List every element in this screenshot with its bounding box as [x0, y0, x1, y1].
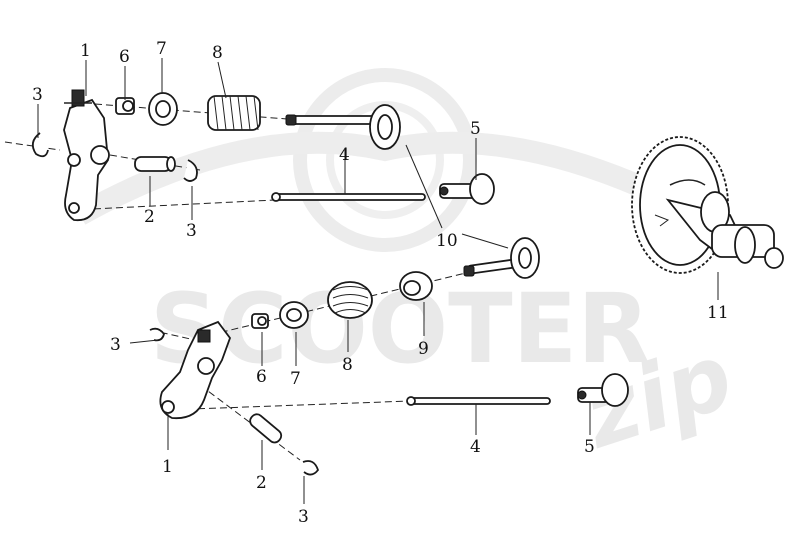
adjuster-nut-upper	[115, 97, 135, 115]
callout-9: 9	[418, 339, 429, 359]
valve-spring-lower	[327, 281, 373, 319]
leader-lines	[37, 58, 719, 504]
valve-spring-upper	[207, 95, 261, 131]
callout-3-lower-right: 3	[298, 507, 309, 527]
valve-seal-lower	[399, 271, 433, 301]
callout-2-upper: 2	[144, 207, 155, 227]
callout-10: 10	[436, 231, 458, 251]
valve-upper	[285, 104, 401, 150]
callout-6-lower: 6	[256, 367, 267, 387]
rocker-arm-lower	[159, 320, 232, 420]
callout-5-lower: 5	[584, 437, 595, 457]
callout-3-upper-right: 3	[186, 221, 197, 241]
callout-11: 11	[707, 303, 729, 323]
callout-7-lower: 7	[290, 369, 301, 389]
callout-3-upper-left: 3	[32, 85, 43, 105]
push-rod-lower	[406, 396, 551, 406]
circlip-upper-right	[183, 159, 198, 182]
circlip-lower-right	[302, 460, 320, 476]
valve-lower	[463, 237, 540, 279]
rocker-pin-upper	[134, 156, 176, 172]
spring-retainer-lower	[279, 301, 309, 329]
callout-3-lower-left: 3	[110, 335, 121, 355]
callout-2-lower: 2	[256, 473, 267, 493]
circlip-upper-left	[31, 132, 49, 158]
callout-4-lower: 4	[470, 437, 481, 457]
tappet-lower	[577, 373, 629, 407]
callout-5-upper: 5	[470, 119, 481, 139]
callout-6-upper: 6	[119, 47, 130, 67]
callout-4-upper: 4	[339, 145, 350, 165]
callout-8-upper: 8	[212, 43, 223, 63]
camshaft-gear	[631, 136, 784, 274]
callout-1-lower: 1	[162, 457, 173, 477]
tappet-upper	[439, 173, 495, 205]
push-rod-upper	[271, 192, 426, 202]
callout-1-upper: 1	[80, 41, 91, 61]
callout-labels: 1 6 7 8 3 5 4 2 3 10 11 3 6 7 8 9 1 4 5 …	[32, 39, 729, 527]
rocker-pin-lower	[249, 413, 283, 444]
rocker-arm-upper	[63, 89, 110, 222]
callout-7-upper: 7	[156, 39, 167, 59]
spring-retainer-upper	[148, 92, 178, 126]
callout-8-lower: 8	[342, 355, 353, 375]
adjuster-nut-lower	[251, 313, 269, 329]
circlip-lower-left	[149, 327, 165, 342]
